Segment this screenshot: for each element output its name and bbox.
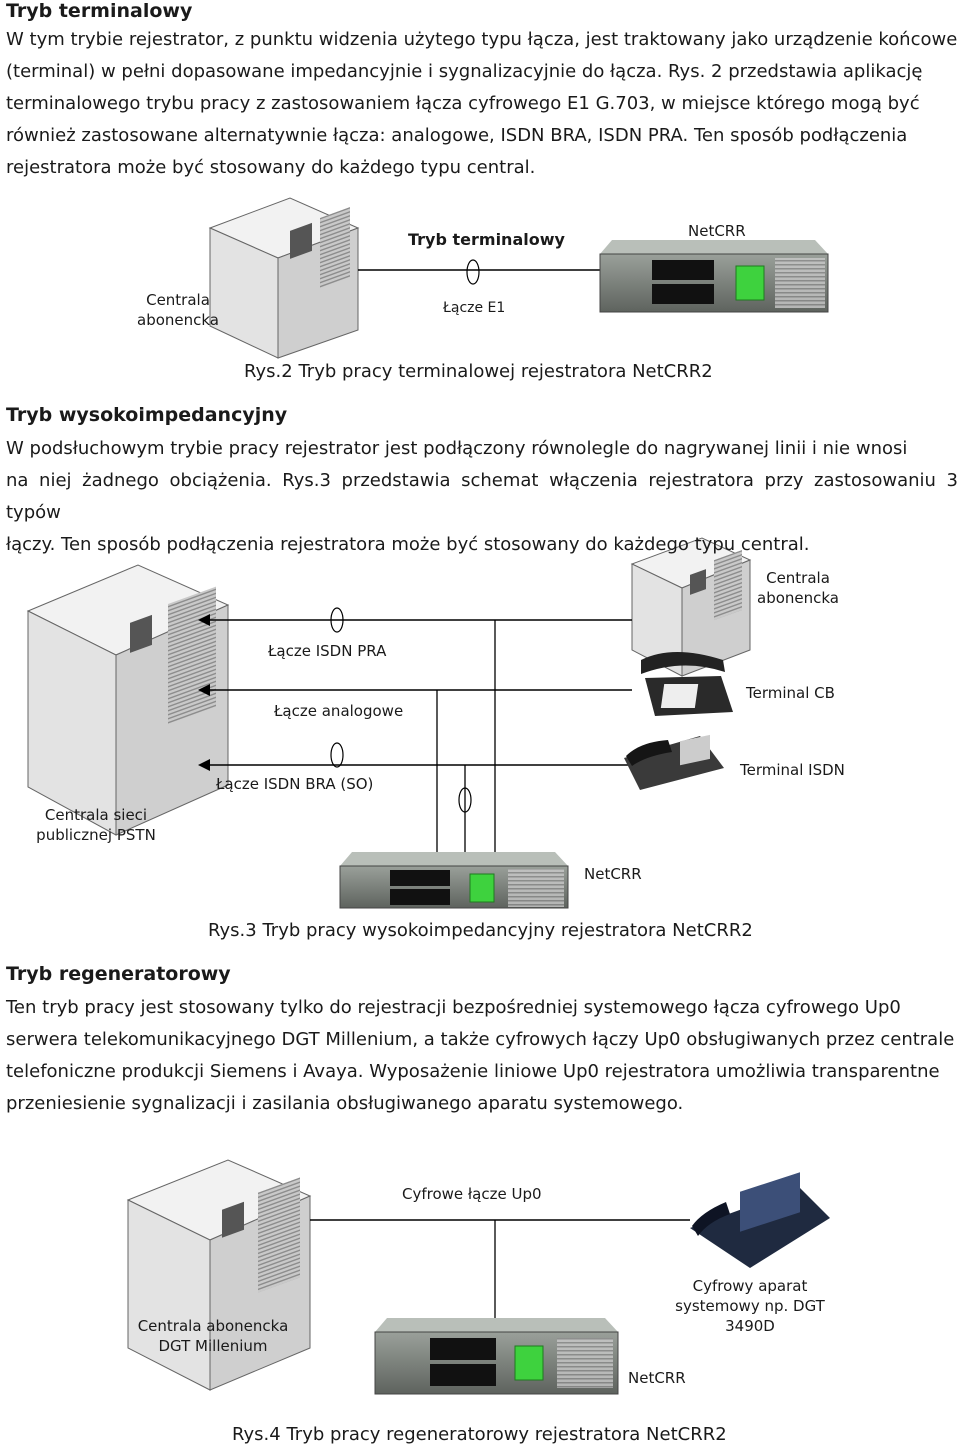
line-probe-icon [330, 742, 344, 768]
recorder-rack-icon [599, 240, 829, 313]
paragraph-line: przeniesienie sygnalizacji i zasilania o… [6, 1093, 684, 1114]
paragraph-line: terminalowego trybu pracy z zastosowanie… [6, 93, 920, 114]
terminal-label: Terminal CB [746, 684, 835, 702]
link-label: Łącze ISDN BRA (SO) [216, 775, 374, 793]
paragraph-line: również zastosowane alternatywnie łącza:… [6, 125, 908, 146]
analog-phone-icon [641, 652, 733, 716]
exchange-label: Centrala abonencka [757, 569, 839, 607]
exchange-label: Centrala abonencka DGT Millenium [137, 1317, 289, 1355]
figure-caption: Rys.2 Tryb pracy terminalowej rejestrato… [244, 361, 713, 382]
isdn-phone-icon [624, 734, 724, 790]
link-label: Łącze analogowe [274, 702, 404, 720]
line-probe-icon [330, 607, 344, 633]
paragraph-line: W podsłuchowym trybie pracy rejestrator … [6, 438, 908, 459]
paragraph-line: rejestratora może być stosowany do każde… [6, 157, 536, 178]
recorder-rack-icon [339, 852, 569, 909]
diagram-title: Tryb terminalowy [408, 230, 565, 249]
link-label: Łącze ISDN PRA [268, 642, 387, 660]
device-label: NetCRR [628, 1369, 686, 1387]
exchange-label: Centrala abonencka [137, 291, 219, 329]
exchange-label: Centrala sieci publicznej PSTN [36, 806, 156, 844]
paragraph-high-impedance: W podsłuchowym trybie pracy rejestrator … [6, 433, 958, 561]
line-probe-icon [466, 259, 480, 285]
paragraph-line: (terminal) w pełni dopasowane impedancyj… [6, 61, 923, 82]
link-label: Cyfrowe łącze Up0 [402, 1185, 542, 1203]
figure-caption: Rys.4 Tryb pracy regeneratorowy rejestra… [232, 1424, 727, 1445]
paragraph-line: Ten tryb pracy jest stosowany tylko do r… [6, 997, 901, 1018]
paragraph-line: W tym trybie rejestrator, z punktu widze… [6, 29, 958, 50]
section-title-high-impedance: Tryb wysokoimpedancyjny [6, 404, 288, 426]
paragraph-line: na niej żadnego obciążenia. Rys.3 przeds… [6, 470, 958, 523]
paragraph-line: telefoniczne produkcji Siemens i Avaya. … [6, 1061, 940, 1082]
link-label: Łącze E1 [443, 300, 506, 316]
paragraph-line: serwera telekomunikacyjnego DGT Milleniu… [6, 1029, 955, 1050]
system-phone-icon [690, 1172, 830, 1268]
phone-label: Cyfrowy aparat systemowy np. DGT 3490D [675, 1277, 825, 1335]
section-title-regenerator: Tryb regeneratorowy [6, 963, 231, 985]
section-title-terminal: Tryb terminalowy [6, 0, 193, 22]
server-cabinet-icon [630, 537, 752, 677]
paragraph-terminal: W tym trybie rejestrator, z punktu widze… [6, 24, 958, 184]
paragraph-line: łączy. Ten sposób podłączenia rejestrato… [6, 534, 810, 555]
device-label: NetCRR [688, 222, 746, 240]
recorder-rack-icon [374, 1318, 619, 1395]
paragraph-regenerator: Ten tryb pracy jest stosowany tylko do r… [6, 992, 958, 1120]
figure-caption: Rys.3 Tryb pracy wysokoimpedancyjny reje… [208, 920, 753, 941]
server-cabinet-icon [208, 197, 360, 359]
server-cabinet-icon [26, 564, 230, 836]
terminal-label: Terminal ISDN [740, 761, 845, 779]
device-label: NetCRR [584, 865, 642, 883]
server-cabinet-icon [126, 1159, 312, 1391]
